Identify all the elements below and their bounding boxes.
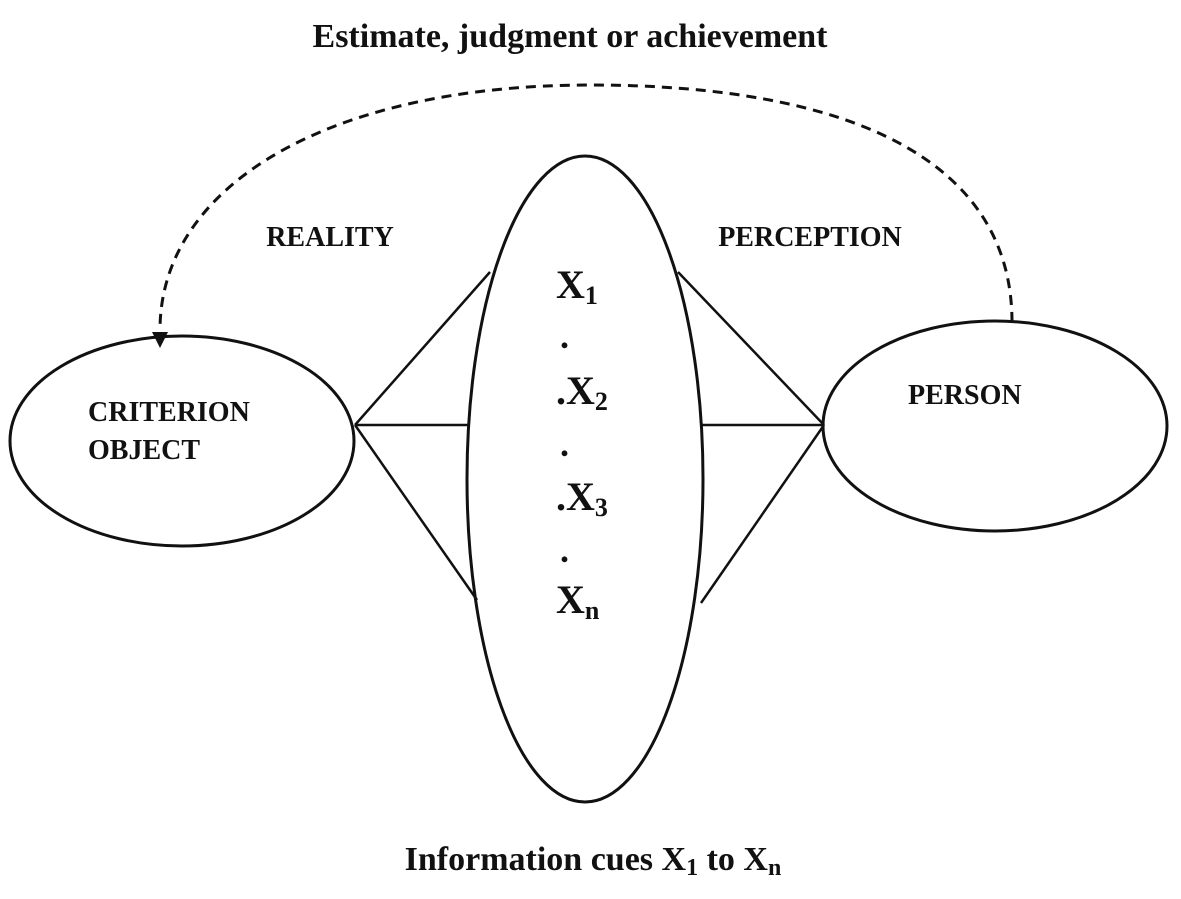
bottom-caption-prefix: Information cues X (405, 841, 687, 878)
connector-left-bottom (353, 424, 479, 601)
cue-x1: X1 (556, 262, 598, 310)
cue-x2: .X2 (556, 368, 608, 416)
bottom-caption-sub1: 1 (686, 855, 698, 881)
cue-x3-dot: . (556, 474, 566, 519)
cue-xn-base: X (556, 577, 585, 622)
bottom-caption-middle: to X (698, 841, 768, 878)
cue-dot-1: . (560, 316, 569, 356)
cue-x3-base: X (566, 474, 595, 519)
cue-x3-sub: 3 (595, 493, 608, 522)
perception-label: PERCEPTION (718, 222, 902, 253)
cue-x2-base: X (566, 368, 595, 413)
cue-xn: Xn (556, 577, 600, 625)
feedback-arrowhead (152, 332, 168, 348)
person-ellipse (821, 319, 1169, 533)
cue-x2-dot: . (556, 368, 566, 413)
criterion-label-line1: CRITERION (88, 397, 250, 428)
feedback-arc (158, 83, 1014, 331)
cue-xn-sub: n (585, 596, 600, 625)
cue-x2-sub: 2 (595, 387, 608, 416)
top-caption: Estimate, judgment or achievement (313, 18, 829, 55)
bottom-caption-sub2: n (768, 855, 781, 881)
connector-right-top (677, 271, 825, 426)
cue-x1-base: X (556, 262, 585, 307)
connector-right-bottom (699, 424, 826, 604)
connector-left-top (354, 271, 491, 426)
reality-label: REALITY (266, 222, 394, 253)
person-label: PERSON (908, 380, 1022, 411)
cue-x1-sub: 1 (585, 281, 598, 310)
criterion-object-ellipse (8, 334, 356, 548)
information-cues-ellipse (465, 154, 705, 804)
cue-x3: .X3 (556, 474, 608, 522)
cue-dot-2: . (560, 424, 569, 464)
criterion-label-line2: OBJECT (88, 435, 200, 466)
cue-dot-3: . (560, 530, 569, 570)
bottom-caption: Information cues X1 to Xn (405, 841, 782, 881)
